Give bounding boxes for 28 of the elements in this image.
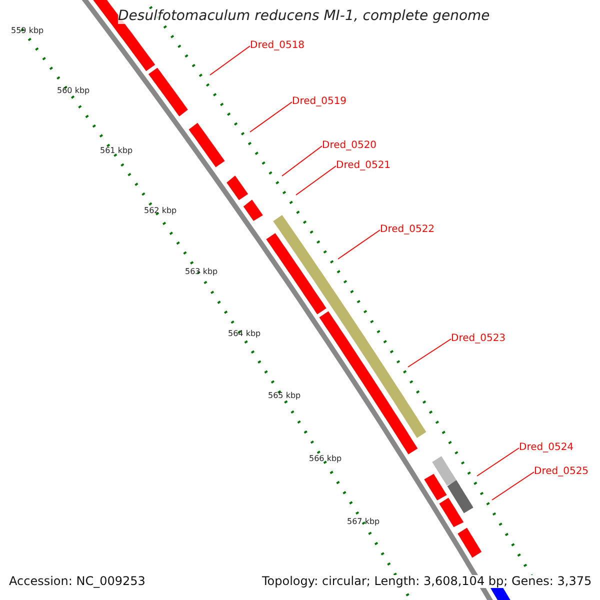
- scale-label: 562 kbp: [144, 207, 177, 216]
- leader-line: [296, 166, 336, 196]
- gene-label: Dred_0518: [250, 40, 305, 51]
- leader-line: [492, 472, 534, 500]
- gene-label: Dred_0525: [534, 466, 589, 477]
- leader-line: [210, 46, 250, 76]
- scale-label: 565 kbp: [268, 392, 301, 401]
- gene-label: Dred_0523: [451, 333, 506, 344]
- gene-label: Dred_0521: [336, 160, 391, 171]
- title: Desulfotomaculum reducens MI-1, complete genome: [118, 9, 490, 24]
- leader-line: [338, 230, 380, 260]
- leader-line: [250, 102, 292, 132]
- leader-line: [476, 448, 520, 476]
- scale-label: 560 kbp: [57, 87, 90, 96]
- gene-label: Dred_0524: [519, 442, 574, 453]
- accession-text: Accession: NC_009253: [9, 575, 146, 588]
- gene-label: Dred_0520: [322, 140, 377, 151]
- leader-line: [282, 146, 322, 176]
- genome-info-text: Topology: circular; Length: 3,608,104 bp; Genes: 3,375: [262, 575, 592, 588]
- scale-label: 566 kbp: [309, 455, 342, 464]
- scale-label: 561 kbp: [100, 147, 133, 156]
- leader-line: [408, 338, 452, 368]
- scale-label: 563 kbp: [185, 268, 218, 277]
- scale-label: 559 kbp: [11, 27, 44, 36]
- scale-label: 567 kbp: [347, 518, 380, 527]
- scale-label: 564 kbp: [228, 330, 261, 339]
- gene-label: Dred_0519: [292, 96, 347, 107]
- gene-label: Dred_0522: [380, 224, 435, 235]
